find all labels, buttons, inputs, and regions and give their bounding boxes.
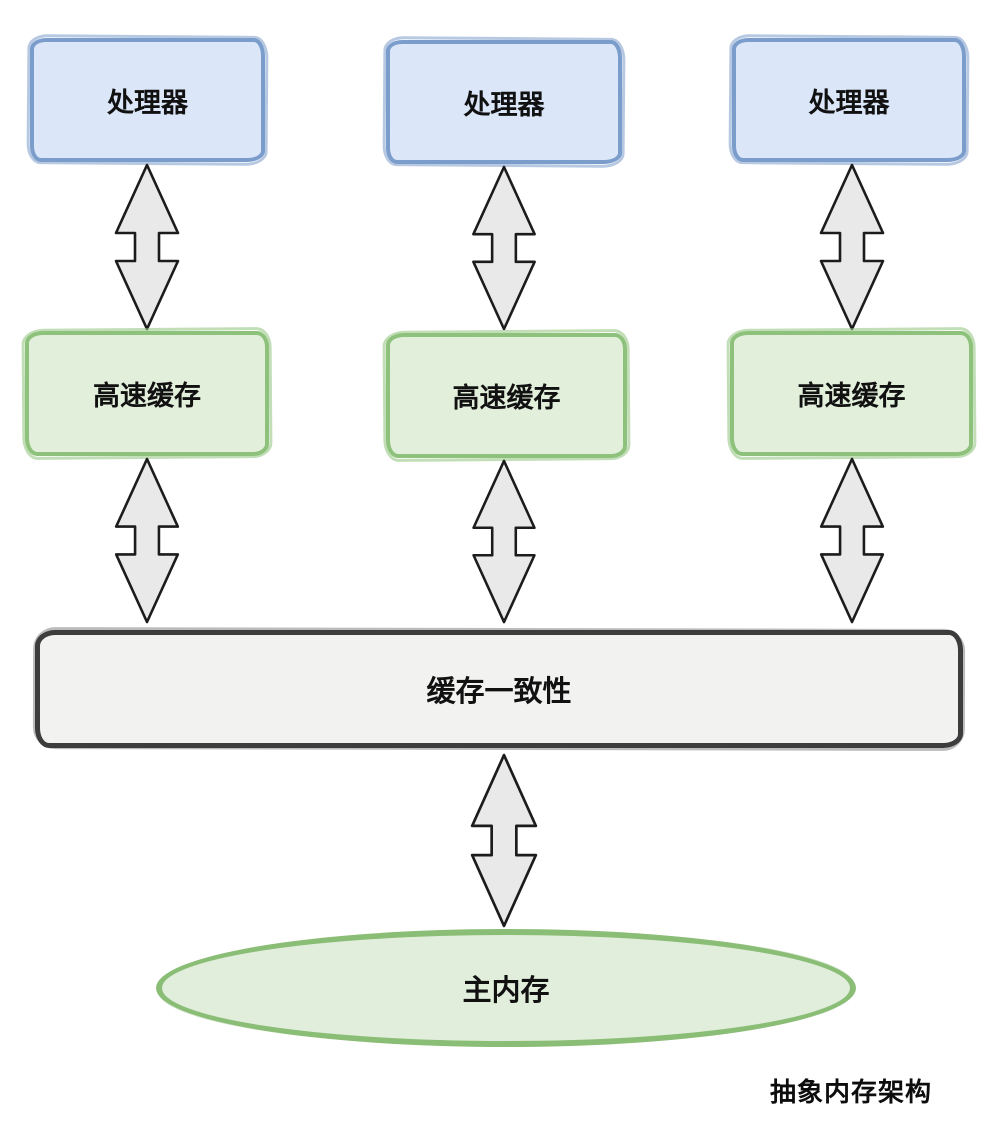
processor-label-3: 处理器 [808,87,890,119]
coherence-bar: 缓存一致性 [35,630,963,748]
cache-label-2: 高速缓存 [452,383,561,414]
cache-label-1: 高速缓存 [93,381,201,412]
double-arrow-icon [114,163,180,331]
arrow-processor-cache-2 [469,165,539,331]
diagram-caption: 抽象内存架构 [770,1078,933,1108]
arrow-coherence-memory [468,753,540,928]
cache-label-3: 高速缓存 [797,381,906,412]
arrow-processor-cache-3 [817,163,887,331]
arrow-cache-coherence-2 [469,459,539,624]
arrow-cache-coherence-3 [817,457,887,624]
double-arrow-icon [819,163,885,331]
main-memory-ellipse: 主内存 [156,929,856,1047]
processor-label-1: 处理器 [107,87,188,119]
processor-label-2: 处理器 [463,89,545,121]
double-arrow-icon [472,165,536,331]
coherence-label: 缓存一致性 [426,674,572,708]
processor-box-2: 处理器 [386,40,622,164]
double-arrow-icon [472,459,536,624]
main-memory-label: 主内存 [462,973,550,1007]
cache-box-1: 高速缓存 [25,331,269,456]
arrow-cache-coherence-1 [112,457,182,624]
cache-box-2: 高速缓存 [386,333,627,458]
processor-box-1: 处理器 [30,38,265,162]
double-arrow-icon [819,457,885,624]
double-arrow-icon [114,457,180,624]
arrow-processor-cache-1 [112,163,182,331]
cache-box-3: 高速缓存 [730,331,973,456]
double-arrow-icon [470,753,538,928]
processor-box-3: 处理器 [732,38,966,162]
